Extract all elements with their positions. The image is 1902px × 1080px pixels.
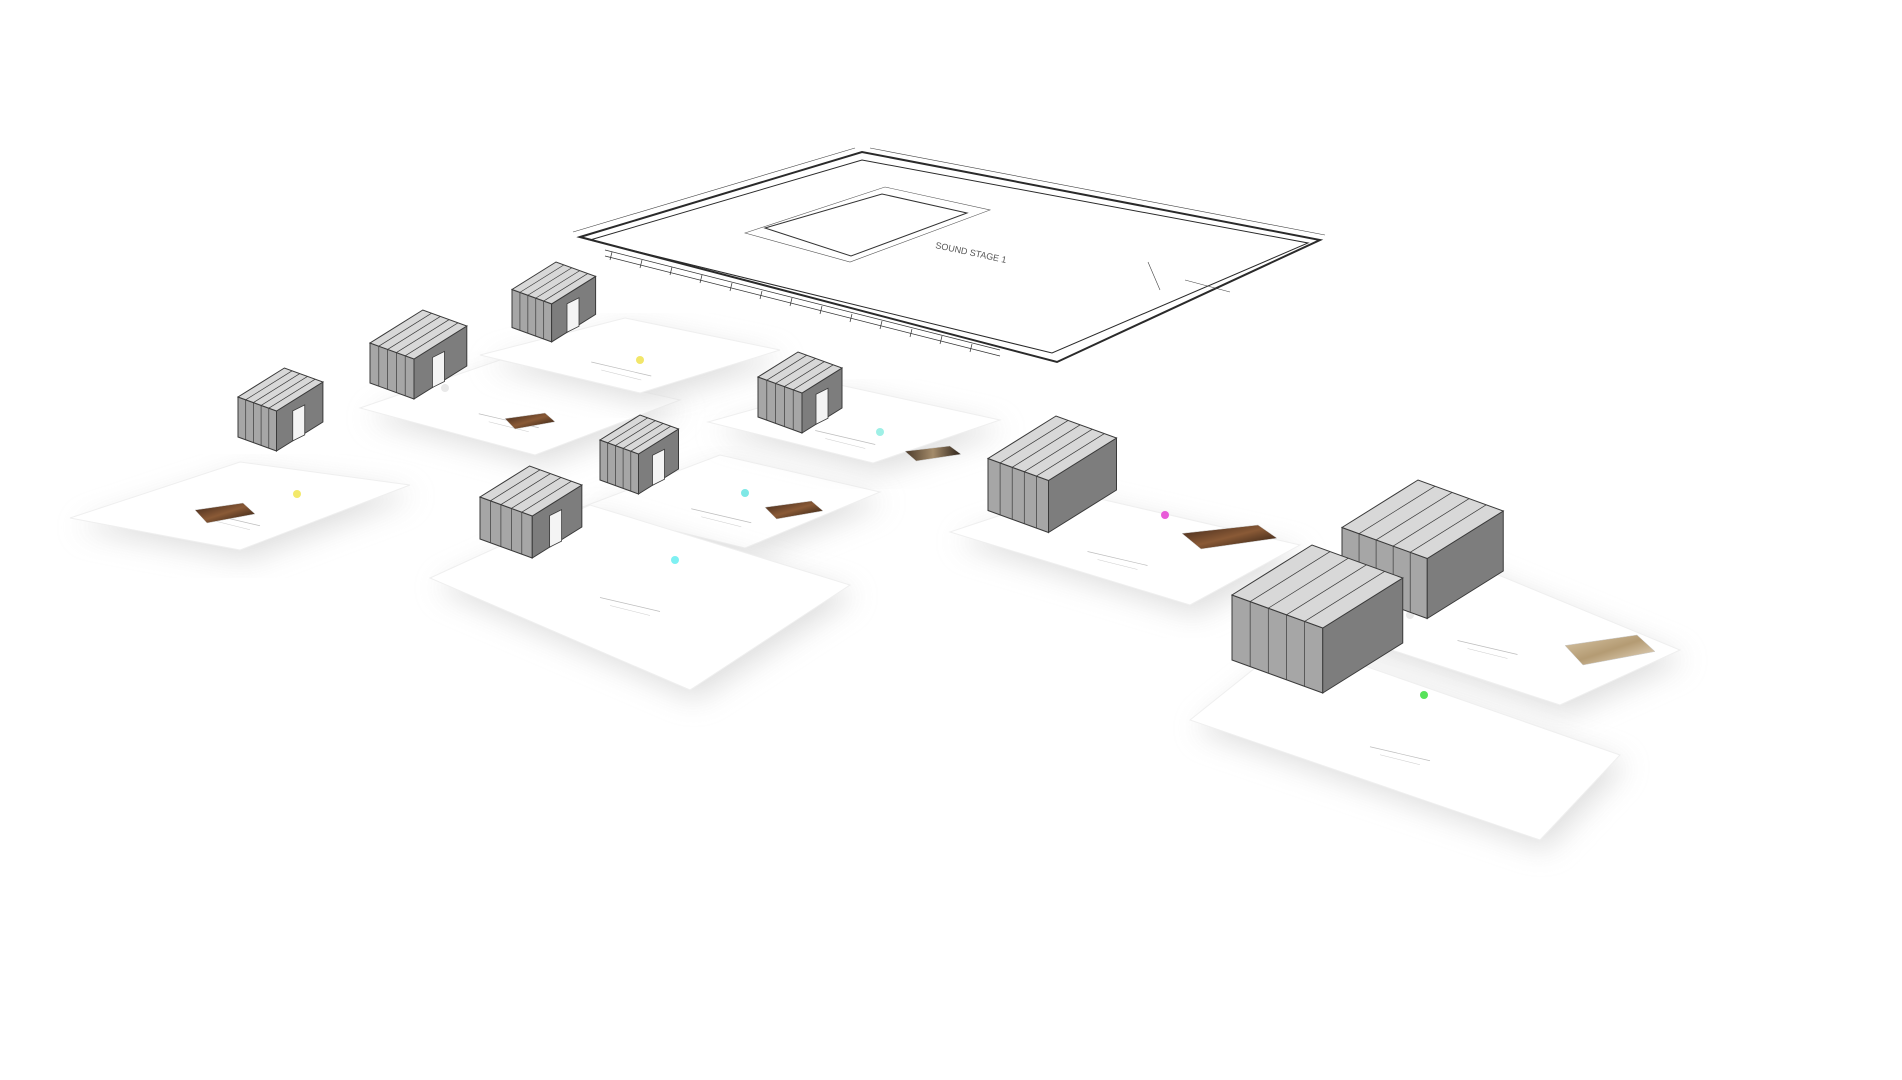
roof-slat [793, 364, 834, 391]
roof-slat [490, 469, 541, 502]
roof-slat [543, 273, 588, 302]
roof-slat [766, 354, 807, 381]
color-tag-dot [671, 556, 679, 564]
sheet-line [609, 605, 651, 616]
sheet-line [1087, 551, 1148, 566]
roof-slat [1358, 485, 1436, 534]
roof-slat [387, 316, 441, 350]
roof-slat [775, 358, 816, 384]
roof-slat [1286, 564, 1367, 616]
sheet-line [691, 508, 752, 524]
roof-slat [784, 361, 825, 387]
booth-roof [1340, 479, 1505, 560]
set-sheets [69, 261, 1686, 850]
reference-photo [504, 412, 556, 430]
color-tag-dot [741, 489, 749, 497]
booth-door-opening [815, 387, 829, 425]
roof-slat [519, 264, 565, 293]
booth-door-opening [652, 448, 665, 486]
roof-slat [630, 425, 671, 452]
roof-slat [1392, 498, 1470, 547]
roof-slat [260, 376, 308, 406]
roof-slat [1268, 557, 1349, 609]
roof-slat [1410, 504, 1487, 553]
sheet-line [701, 516, 742, 528]
color-tag-dot [1420, 691, 1428, 699]
booth-roof [756, 351, 844, 394]
roof-slat [511, 477, 562, 509]
sheet-line [591, 361, 652, 377]
booth-door-opening [549, 509, 563, 548]
booth-roof [986, 415, 1118, 482]
sheet-line [815, 430, 876, 445]
color-tag-dot [441, 384, 449, 392]
set-1 [69, 367, 416, 560]
roof-slat [521, 480, 572, 513]
roof-slat [1036, 433, 1105, 477]
sheet-line [488, 421, 529, 433]
reference-photo [904, 445, 962, 462]
reference-photo [764, 500, 824, 520]
color-tag-dot [636, 356, 644, 364]
sheet-line [601, 369, 642, 381]
booth-roof [510, 261, 597, 305]
roof-slat [527, 267, 573, 296]
sheet-line [1369, 746, 1431, 762]
booth-roof [478, 465, 583, 517]
roof-slat [622, 423, 664, 449]
roof-slat [253, 373, 300, 403]
reference-photo [1181, 524, 1278, 550]
roof-slat [607, 417, 648, 444]
set-5 [706, 351, 1006, 473]
set-3 [479, 261, 786, 403]
floorplan-drawing: SOUND STAGE 1 [572, 147, 1326, 364]
reference-photo [194, 502, 256, 524]
sheet-line [599, 597, 661, 612]
roof-slat [1012, 424, 1081, 468]
booth-door-opening [292, 404, 306, 442]
booth-roof [1230, 544, 1404, 629]
roof-slat [1249, 551, 1331, 602]
roof-slat [378, 312, 432, 347]
reference-photo [1564, 634, 1656, 666]
set-9 [1188, 544, 1626, 850]
booth-roof [368, 309, 468, 360]
set-7 [948, 415, 1306, 615]
booth-roof [598, 414, 680, 455]
color-tag-dot [876, 428, 884, 436]
booth-roof [236, 367, 325, 412]
roof-slat [999, 420, 1069, 464]
roof-slat [1375, 492, 1453, 541]
sheet-line [1467, 648, 1508, 659]
set-6 [428, 465, 856, 700]
booth-door-opening [432, 350, 445, 389]
roof-slat [615, 420, 656, 446]
sheet-line [1379, 754, 1421, 766]
roof-slat [535, 270, 580, 299]
sheet-line [1457, 640, 1518, 655]
booth-door-opening [566, 297, 580, 333]
roof-slat [268, 378, 316, 409]
roof-slat [245, 370, 293, 401]
roof-slat [405, 322, 459, 357]
sheet-line [825, 438, 866, 449]
color-tag-dot [293, 490, 301, 498]
roof-slat [1304, 571, 1385, 622]
roof-slat [500, 473, 551, 505]
sheet-line [1097, 559, 1138, 570]
color-tag-dot [1161, 511, 1169, 519]
roof-slat [396, 319, 450, 353]
roof-slat [1024, 428, 1093, 472]
